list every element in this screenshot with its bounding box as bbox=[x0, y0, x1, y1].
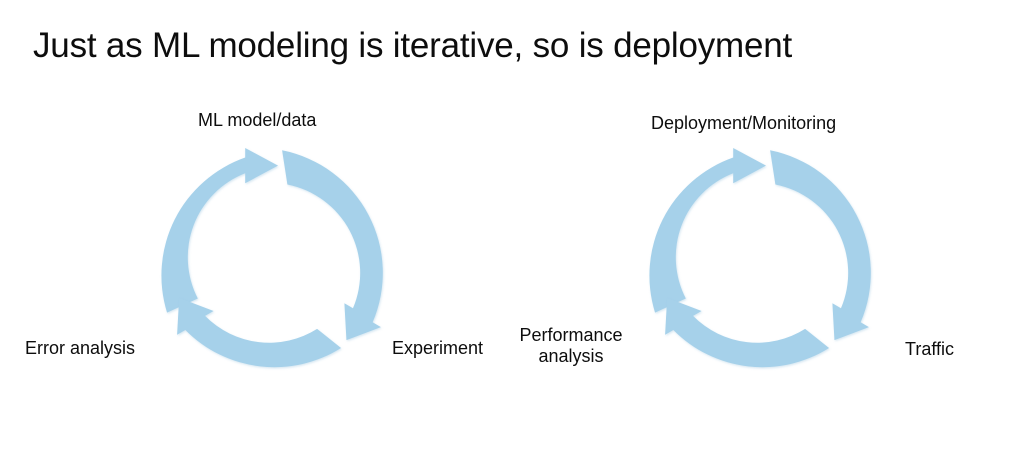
cycle-arrow-segment bbox=[177, 297, 342, 368]
cycle-stage-label-performance-analysis: Performance analysis bbox=[519, 325, 623, 367]
cycle-stage-label-ml-model-data: ML model/data bbox=[198, 110, 317, 130]
cycle-stage-label-traffic: Traffic bbox=[905, 339, 955, 359]
cycle-arrow-segment bbox=[770, 150, 871, 341]
page-title: Just as ML modeling is iterative, so is … bbox=[33, 26, 793, 65]
cycle-stage-label-deployment-monitoring: Deployment/Monitoring bbox=[651, 113, 837, 133]
performance-analysis-line-1: Performance bbox=[519, 325, 623, 345]
cycle-arrow-segment bbox=[282, 150, 383, 341]
cycle-stage-label-experiment: Experiment bbox=[392, 338, 484, 358]
deployment-cycle-diagram bbox=[633, 148, 883, 398]
cycle-arrow-segment bbox=[161, 148, 278, 313]
performance-analysis-line-2: analysis bbox=[538, 346, 604, 367]
cycle-stage-label-error-analysis: Error analysis bbox=[25, 338, 136, 358]
cycle-arrow-segment bbox=[665, 297, 830, 368]
ml-modeling-cycle-diagram bbox=[145, 148, 395, 398]
cycle-arrow-segment bbox=[649, 148, 766, 313]
